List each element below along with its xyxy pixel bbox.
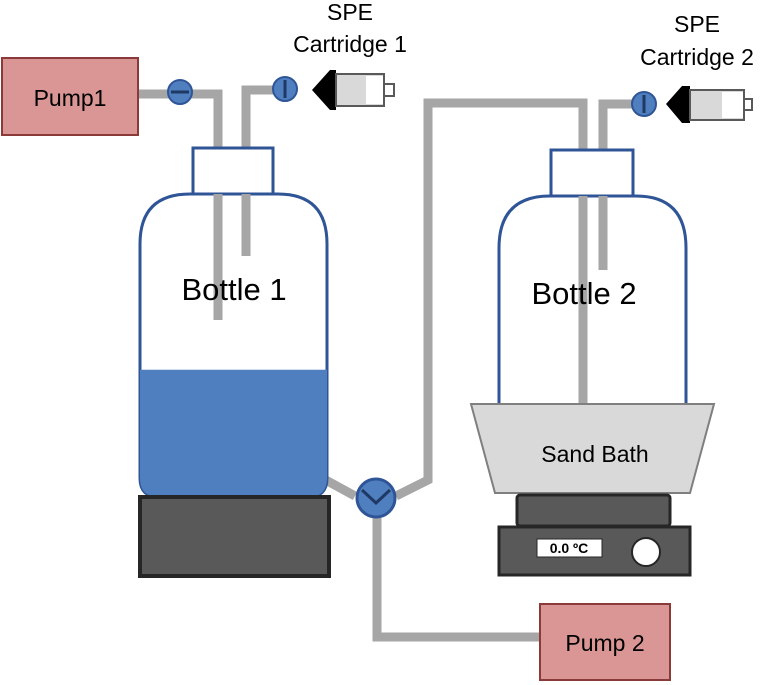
bottle2-label: Bottle 2 (531, 276, 636, 311)
three-way-valve-handle (360, 488, 392, 506)
spe-cartridge-2: SPE Cartridge 2 (640, 11, 754, 123)
cartridge1-label-line2: Cartridge 1 (293, 31, 407, 57)
cartridge2-label-line1: SPE (674, 11, 720, 37)
hotplate-display (536, 538, 603, 558)
valve-cartridge2-line[interactable] (631, 91, 657, 117)
sand-bath: Sand Bath (469, 403, 716, 494)
bottle1-cap (191, 146, 275, 196)
valve-pump1-line[interactable] (167, 79, 193, 105)
bottle-1: Bottle 1 (138, 146, 329, 499)
pump1-label: Pump1 (34, 85, 107, 111)
hotplate-temperature-readout: 0.0 ºC (550, 540, 589, 556)
valve-to-pump2-tube (372, 518, 540, 642)
hotplate-top-plate (515, 493, 672, 528)
pump2-box (539, 603, 671, 681)
hotplate: 0.0 ºC (497, 493, 692, 577)
bottle1-label: Bottle 1 (181, 272, 286, 307)
cartridge1-black-tip (312, 70, 336, 110)
pump1-box (1, 57, 139, 136)
three-way-valve-icon (355, 477, 397, 519)
three-way-valve[interactable] (355, 477, 397, 519)
pump-1: Pump1 (1, 57, 139, 136)
pump2-label: Pump 2 (565, 630, 644, 656)
hotplate-knob[interactable] (631, 537, 661, 567)
cartridge1-label-line1: SPE (327, 0, 373, 25)
bottle1-stir-plate (138, 495, 331, 578)
cartridge1-outlet (383, 83, 395, 97)
bottle1-liquid (140, 369, 327, 497)
bottle2-body (497, 194, 688, 412)
sand-bath-label: Sand Bath (541, 441, 648, 467)
bottle-2: Bottle 2 (497, 148, 688, 412)
pump-2: Pump 2 (539, 603, 671, 681)
cartridge2-black-tip (666, 86, 690, 123)
spe-cartridge-1: SPE Cartridge 1 (293, 0, 407, 110)
cartridge2-label-line2: Cartridge 2 (640, 44, 754, 70)
cartridge2-barrel-window (722, 92, 743, 118)
cartridge2-outlet (743, 98, 753, 111)
cartridge1-barrel-window (366, 76, 383, 104)
sand-bath-container (469, 403, 716, 494)
bottle2-cap (549, 148, 635, 198)
valve-cartridge1-line[interactable] (272, 76, 298, 102)
